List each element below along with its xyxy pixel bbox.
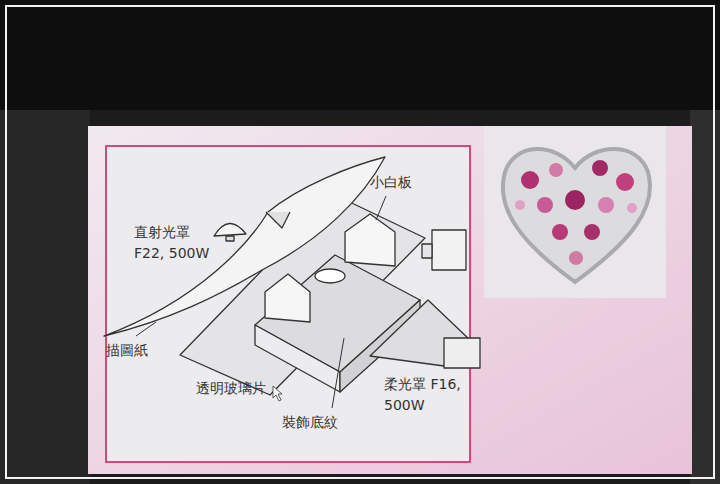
- dark-wall: [0, 110, 90, 484]
- paper-label: 描圖紙: [106, 340, 148, 361]
- board-label: 小白板: [370, 172, 412, 193]
- direct-light-hood: [214, 223, 246, 236]
- pattern-label: 裝飾底紋: [282, 412, 338, 433]
- light-base: [226, 236, 234, 241]
- jewel-photo: [484, 126, 666, 298]
- mouse-pointer: [273, 386, 282, 401]
- heart-brooch: [503, 149, 650, 282]
- camera-body: [432, 230, 466, 270]
- dark-ceiling: [0, 0, 720, 110]
- projected-slide: [88, 126, 692, 474]
- photo-frame: [6, 6, 714, 478]
- paper-fold: [266, 212, 290, 228]
- subject: [315, 269, 345, 283]
- slide-border: [106, 146, 470, 462]
- softbox-lamp: [444, 338, 480, 368]
- glass-table-front: [255, 325, 340, 392]
- white-board: [345, 214, 395, 266]
- light-label: 直射光罩 F22, 500W: [134, 222, 218, 264]
- glass-label: 透明玻璃片: [196, 378, 266, 399]
- softbox-label: 柔光罩 F16, 500W: [384, 374, 468, 416]
- gem-stones: [515, 160, 637, 265]
- camera-lens: [422, 244, 432, 258]
- white-board: [265, 274, 310, 322]
- screen-frame: [690, 110, 720, 484]
- setup-drawing: [104, 157, 480, 395]
